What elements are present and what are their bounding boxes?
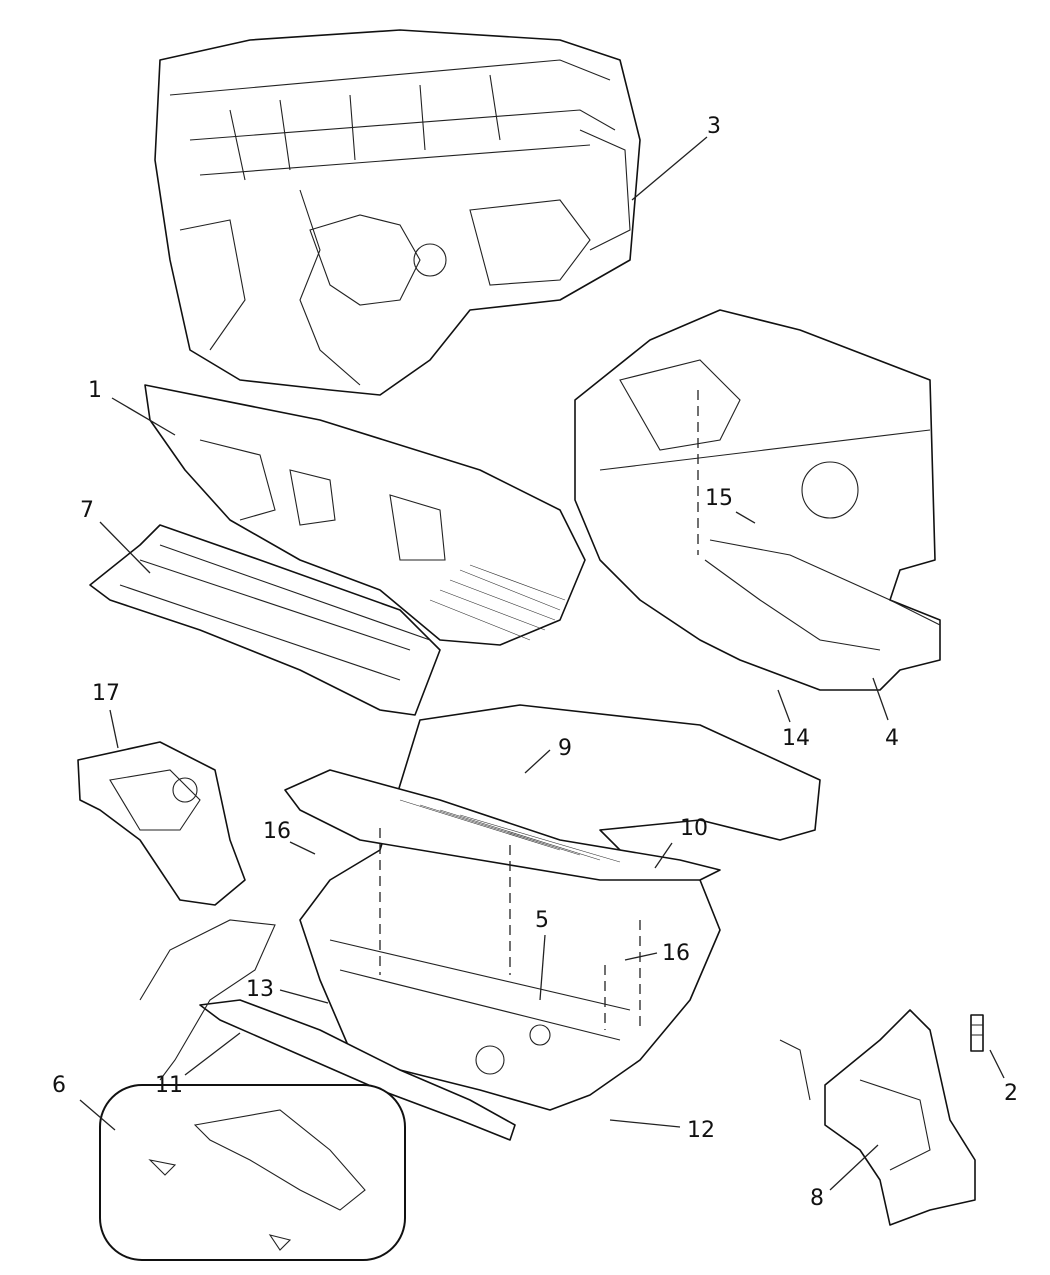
inset-detail-view bbox=[574, 309, 941, 691]
seal-part bbox=[77, 741, 246, 906]
callout-13: 13 bbox=[246, 977, 274, 1002]
callout-10: 10 bbox=[680, 816, 708, 841]
cowl-top-panel bbox=[89, 524, 441, 716]
callout-9: 9 bbox=[558, 736, 572, 761]
callout-16b: 16 bbox=[662, 941, 690, 966]
callout-7: 7 bbox=[80, 498, 94, 523]
callout-8: 8 bbox=[810, 1186, 824, 1211]
callout-6: 6 bbox=[52, 1073, 66, 1098]
callout-16a: 16 bbox=[263, 819, 291, 844]
callout-12: 12 bbox=[687, 1118, 715, 1143]
callout-11: 11 bbox=[155, 1073, 183, 1098]
callout-3: 3 bbox=[707, 114, 721, 139]
callout-1: 1 bbox=[88, 378, 102, 403]
callout-17: 17 bbox=[92, 681, 120, 706]
dash-silencer bbox=[144, 384, 586, 646]
callout-4: 4 bbox=[885, 726, 899, 751]
cowl-tube bbox=[139, 919, 516, 1141]
clip-part bbox=[970, 1014, 984, 1052]
callout-14: 14 bbox=[782, 726, 810, 751]
lower-cowl-assembly bbox=[284, 704, 821, 1111]
inset-box-view bbox=[99, 1084, 406, 1261]
callout-15: 15 bbox=[705, 486, 733, 511]
leader-lines bbox=[79, 136, 1005, 1191]
callout-5: 5 bbox=[535, 908, 549, 933]
dash-panel-assembly bbox=[154, 29, 641, 396]
assembly-lines bbox=[379, 390, 699, 1030]
callout-2: 2 bbox=[1004, 1081, 1018, 1106]
callout-labels: 1 2 3 4 5 6 7 8 9 10 11 12 13 14 15 16 1… bbox=[52, 114, 1018, 1211]
pillar-panel bbox=[779, 1009, 976, 1226]
